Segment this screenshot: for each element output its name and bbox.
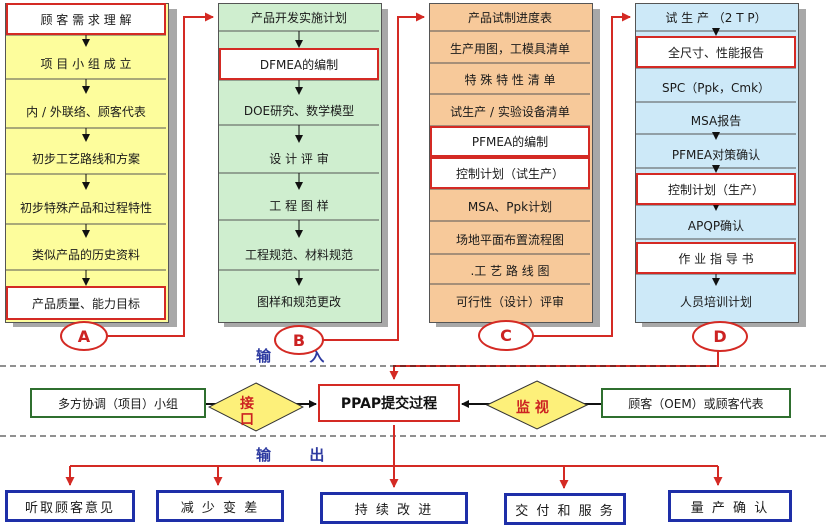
multi-party-team-box: 多方协调（项目）小组 <box>30 388 206 418</box>
step-a-1: 顾 客 需 求 理 解 <box>6 3 166 35</box>
step-a-5: 初步特殊产品和过程特性 <box>19 200 152 215</box>
interface-label: 接口 <box>240 396 254 428</box>
step-a-3: 内 / 外联络、顾客代表 <box>26 104 146 119</box>
step-c-7: MSA、Ppk计划 <box>467 199 553 214</box>
output-reduce-variation: 减 少 变 差 <box>156 490 284 522</box>
output-customer-feedback: 听取顾客意见 <box>5 490 135 522</box>
phase-b-marker: B <box>274 325 324 355</box>
step-c-2: 生产用图，工模具清单 <box>449 41 570 56</box>
step-b-2: DFMEA的编制 <box>219 48 379 80</box>
monitor-diamond <box>486 380 588 430</box>
step-c-5: PFMEA的编制 <box>430 126 590 157</box>
step-b-5: 工 程 图 样 <box>269 198 329 213</box>
step-d-7: APQP确认 <box>687 218 745 233</box>
step-a-4: 初步工艺路线和方案 <box>31 151 140 166</box>
customer-rep-box: 顾客（OEM）或顾客代表 <box>601 388 791 418</box>
step-c-10: 可行性（设计）评审 <box>455 294 564 309</box>
step-c-9: .工 艺 路 线 图 <box>470 263 550 278</box>
step-c-3: 特 殊 特 性 清 单 <box>464 72 556 87</box>
step-d-2: 全尺寸、性能报告 <box>636 36 796 68</box>
step-c-8: 场地平面布置流程图 <box>455 232 564 247</box>
phase-a-marker: A <box>60 321 108 351</box>
step-a-2: 项 目 小 组 成 立 <box>40 56 132 71</box>
phase-d-marker: D <box>692 321 748 352</box>
monitor-label: 监 视 <box>516 400 549 416</box>
step-d-8: 作 业 指 导 书 <box>636 242 796 274</box>
step-a-7: 产品质量、能力目标 <box>6 286 166 320</box>
step-b-1: 产品开发实施计划 <box>250 10 347 25</box>
output-production-confirm: 量 产 确 认 <box>668 490 792 522</box>
output-continuous-improvement: 持 续 改 进 <box>320 492 468 524</box>
step-a-6: 类似产品的历史资料 <box>31 247 140 262</box>
ppap-process-box: PPAP提交过程 <box>318 384 460 422</box>
step-d-9: 人员培训计划 <box>679 294 752 309</box>
step-d-3: SPC（Ppk，Cmk） <box>661 80 771 95</box>
step-c-6: 控制计划（试生产） <box>430 157 590 189</box>
output-delivery-service: 交 付 和 服 务 <box>504 493 626 525</box>
step-d-6: 控制计划（生产） <box>636 173 796 205</box>
step-c-4: 试生产 / 实验设备清单 <box>450 104 570 119</box>
step-d-4: MSA报告 <box>690 113 742 128</box>
step-b-6: 工程规范、材料规范 <box>244 247 353 262</box>
phase-c-marker: C <box>478 320 534 351</box>
step-d-5: PFMEA对策确认 <box>671 147 761 162</box>
output-label: 输 出 <box>256 446 326 464</box>
step-b-4: 设 计 评 审 <box>269 151 329 166</box>
step-c-1: 产品试制进度表 <box>467 10 552 25</box>
interface-diamond <box>208 382 304 432</box>
step-b-7: 图样和规范更改 <box>256 294 341 309</box>
step-d-1: 试 生 产 （2 T P） <box>665 10 767 25</box>
step-b-3: DOE研究、数学模型 <box>243 103 355 118</box>
